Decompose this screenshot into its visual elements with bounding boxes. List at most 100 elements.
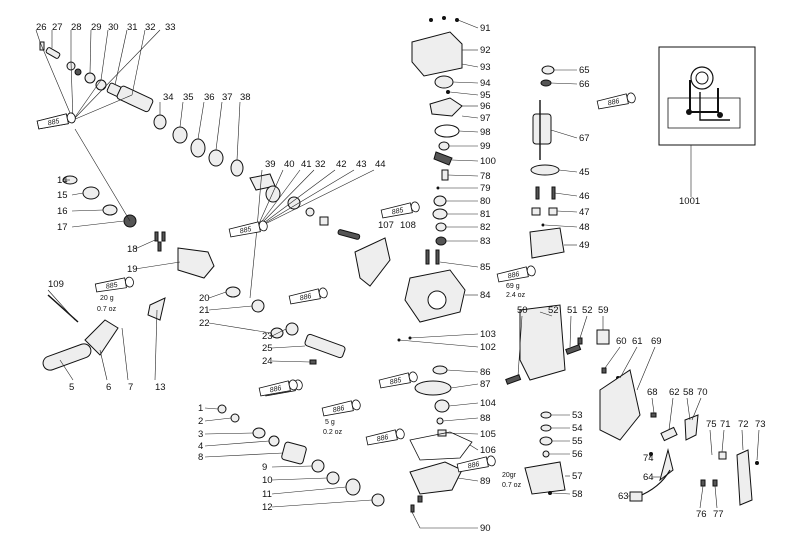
callout-90: 90 — [480, 523, 491, 534]
tube-cap — [125, 276, 134, 288]
callout-61: 61 — [632, 336, 643, 347]
leader-lines — [35, 19, 760, 529]
tube-cap — [526, 265, 536, 277]
callout-107: 107 — [378, 220, 394, 231]
midline-parts — [249, 173, 391, 287]
grease-tube-886: 886 — [258, 379, 298, 397]
tube-cap — [408, 371, 418, 383]
callout-64: 64 — [643, 472, 654, 483]
tube-code: 886 — [269, 385, 282, 394]
clutch-parts — [225, 286, 346, 365]
callout-80: 80 — [480, 196, 491, 207]
note-tube-57-oz: 0.7 oz — [502, 482, 522, 489]
callout-104: 104 — [480, 398, 496, 409]
callout-68: 68 — [647, 387, 658, 398]
callout-70: 70 — [697, 387, 708, 398]
callout-88: 88 — [480, 413, 491, 424]
callout-43: 43 — [356, 159, 367, 170]
tube-body — [380, 202, 413, 219]
tube-cap — [395, 428, 405, 440]
callout-62: 62 — [669, 387, 680, 398]
tube-code: 885 — [389, 377, 402, 386]
callout-81: 81 — [480, 209, 491, 220]
callout-109: 109 — [48, 279, 64, 290]
callout-60: 60 — [616, 336, 627, 347]
callout-6: 6 — [106, 382, 111, 393]
left-gear-parts — [62, 175, 215, 279]
callout-47: 47 — [579, 207, 590, 218]
callout-27: 27 — [52, 22, 63, 33]
callout-100: 100 — [480, 156, 496, 167]
callout-40: 40 — [284, 159, 295, 170]
callout-8: 8 — [198, 452, 203, 463]
callout-106: 106 — [480, 445, 496, 456]
note-tube-87-amount: 5 g — [325, 419, 335, 426]
callout-108: 108 — [400, 220, 416, 231]
tube-body — [94, 277, 127, 293]
callout-92: 92 — [480, 45, 491, 56]
tube-code: 886 — [376, 434, 389, 443]
callout-17: 17 — [57, 222, 68, 233]
callout-85: 85 — [480, 262, 491, 273]
grease-tube-886: 886 — [365, 428, 405, 446]
callout-63: 63 — [618, 491, 629, 502]
tube-body — [365, 429, 398, 446]
callout-30: 30 — [108, 22, 119, 33]
tube-body — [596, 93, 629, 110]
callout-24: 24 — [262, 356, 273, 367]
callout-2: 2 — [198, 416, 203, 427]
grease-tube-885: 885 — [228, 220, 268, 238]
callout-37: 37 — [222, 92, 233, 103]
tube-body — [321, 400, 354, 417]
callout-105: 105 — [480, 429, 496, 440]
callout-53: 53 — [572, 410, 583, 421]
callout-74: 74 — [643, 453, 654, 464]
callout-86: 86 — [480, 367, 491, 378]
callout-56: 56 — [572, 449, 583, 460]
tube-code: 886 — [607, 98, 620, 107]
tube-cap — [410, 201, 420, 213]
callout-14: 14 — [57, 175, 68, 186]
grease-tube-886: 886 — [321, 399, 361, 417]
callout-3: 3 — [198, 429, 203, 440]
callout-98: 98 — [480, 127, 491, 138]
tube-code: 886 — [299, 293, 312, 302]
callout-66: 66 — [579, 79, 590, 90]
callout-13: 13 — [155, 382, 166, 393]
callout-73: 73 — [755, 419, 766, 430]
callout-75: 75 — [706, 419, 717, 430]
callout-50: 50 — [517, 305, 528, 316]
callout-12: 12 — [262, 502, 273, 513]
callout-26: 26 — [36, 22, 47, 33]
callout-65: 65 — [579, 65, 590, 76]
callout-71: 71 — [720, 419, 731, 430]
callout-1: 1 — [198, 403, 203, 414]
callout-16: 16 — [57, 206, 68, 217]
callout-35: 35 — [183, 92, 194, 103]
callout-28: 28 — [71, 22, 82, 33]
note-tube-85-oz: 2.4 oz — [506, 292, 526, 299]
callout-58: 58 — [683, 387, 694, 398]
callout-19: 19 — [127, 264, 138, 275]
grease-tube-885: 885 — [380, 201, 420, 219]
grease-tube-886: 886 — [288, 287, 328, 305]
tube-cap — [288, 379, 298, 391]
callout-67: 67 — [579, 133, 590, 144]
callout-21: 21 — [199, 305, 210, 316]
callout-82: 82 — [480, 222, 491, 233]
callout-97: 97 — [480, 113, 491, 124]
callout-58: 58 — [572, 489, 583, 500]
callout-10: 10 — [262, 475, 273, 486]
callout-46: 46 — [579, 191, 590, 202]
callout-22: 22 — [199, 318, 210, 329]
tube-code: 886 — [467, 461, 480, 470]
grease-tube-886: 886 — [596, 92, 636, 110]
callout-18: 18 — [127, 244, 138, 255]
callout-87: 87 — [480, 379, 491, 390]
tube-code: 885 — [239, 226, 252, 235]
tube-body — [228, 221, 261, 238]
callout-93: 93 — [480, 62, 491, 73]
callout-29: 29 — [91, 22, 102, 33]
